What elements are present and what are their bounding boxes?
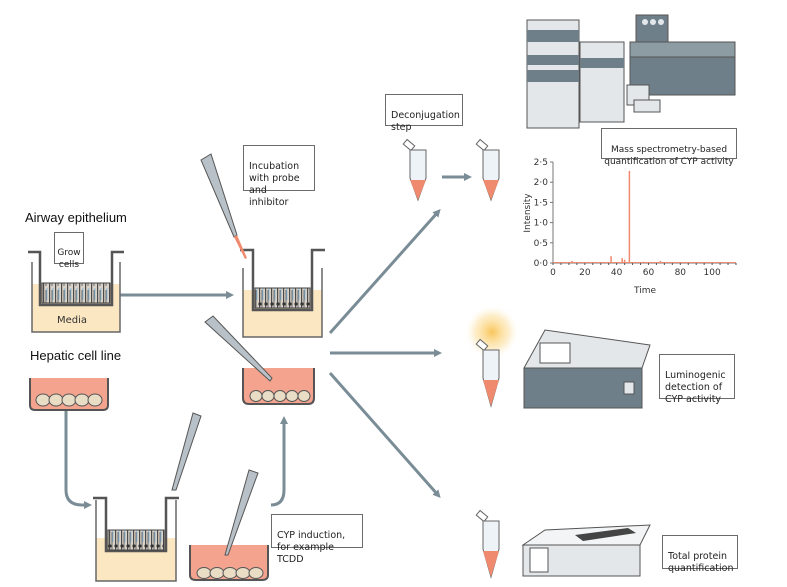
callout-grow-cells-text: Grow cells (57, 248, 81, 270)
callout-deconjugation-text: Deconjugation step (391, 110, 460, 133)
callout-incubation-text: Incubation with probe and inhibitor (249, 161, 300, 208)
tube-deconjugation-1 (402, 138, 427, 202)
bottom-transwell (93, 412, 202, 582)
arrow-to-deconjugation (328, 209, 441, 334)
y-tick-label: 1·0 (534, 219, 549, 229)
tube-deconjugation-2 (475, 138, 500, 202)
x-tick-label: 0 (550, 268, 556, 278)
y-tick-label: 2·5 (534, 158, 548, 168)
airway-epithelium-label: Airway epithelium (25, 210, 127, 225)
y-tick-label: 0·5 (534, 239, 548, 249)
incubation-transwell (240, 248, 325, 338)
callout-cyp-induction: CYP induction, for example TCDD (271, 514, 363, 565)
callout-luminogenic-text: Luminogenic detection of CYP activity (665, 370, 726, 405)
y-tick-label: 2·0 (534, 178, 549, 188)
arrow-hepatic-down-to-transwell (64, 410, 92, 509)
arrow-induction-up (270, 416, 288, 507)
callout-total-protein-text: Total protein quantification (668, 551, 734, 574)
callout-mass-spec-text: Mass spectrometry-based quantification o… (604, 145, 734, 167)
media-label: Media (57, 315, 88, 326)
hepatic-cells (35, 393, 103, 407)
y-axis-label: Intensity (523, 193, 533, 233)
callout-total-protein: Total protein quantification (662, 535, 738, 574)
tube-luminogenic (475, 338, 500, 408)
y-tick-label: 0·0 (534, 259, 549, 269)
pipette-middle-dish (204, 315, 273, 382)
callout-luminogenic: Luminogenic detection of CYP activity (659, 354, 735, 405)
mass-spec-chromatogram: 0·0 0·5 1·0 1·5 2·0 2·5 0 20 40 60 80 100 Time Int… (523, 158, 737, 296)
callout-mass-spec: Mass spectrometry-based quantification o… (601, 128, 737, 167)
callout-grow-cells: Grow cells (54, 232, 84, 270)
arrows (64, 173, 472, 509)
pipette-bottom-transwell (171, 412, 202, 491)
x-tick-label: 20 (579, 268, 591, 278)
x-tick-label: 60 (643, 268, 655, 278)
airway-transwell (28, 250, 124, 333)
callout-deconjugation: Deconjugation step (385, 94, 463, 133)
mass-spectrometer (526, 14, 736, 129)
y-tick-label: 1·5 (534, 198, 548, 208)
protein-plate-reader (521, 524, 651, 577)
pipette-incubation (200, 153, 247, 259)
hepatic-cell-line-label: Hepatic cell line (30, 348, 122, 363)
luminometer (523, 329, 651, 409)
middle-hepatic-dish (204, 315, 315, 405)
callout-incubation: Incubation with probe and inhibitor (243, 145, 315, 208)
induction-dish (189, 469, 269, 581)
callout-cyp-induction-text: CYP induction, for example TCDD (277, 530, 346, 565)
x-axis-label: Time (633, 286, 656, 296)
arrow-to-total-protein (328, 372, 441, 498)
hepatic-dish (29, 378, 109, 411)
x-tick-label: 100 (704, 268, 721, 278)
tube-total-protein (475, 509, 500, 579)
pipette-induction (224, 469, 259, 556)
x-tick-label: 80 (675, 268, 687, 278)
x-tick-label: 40 (611, 268, 623, 278)
